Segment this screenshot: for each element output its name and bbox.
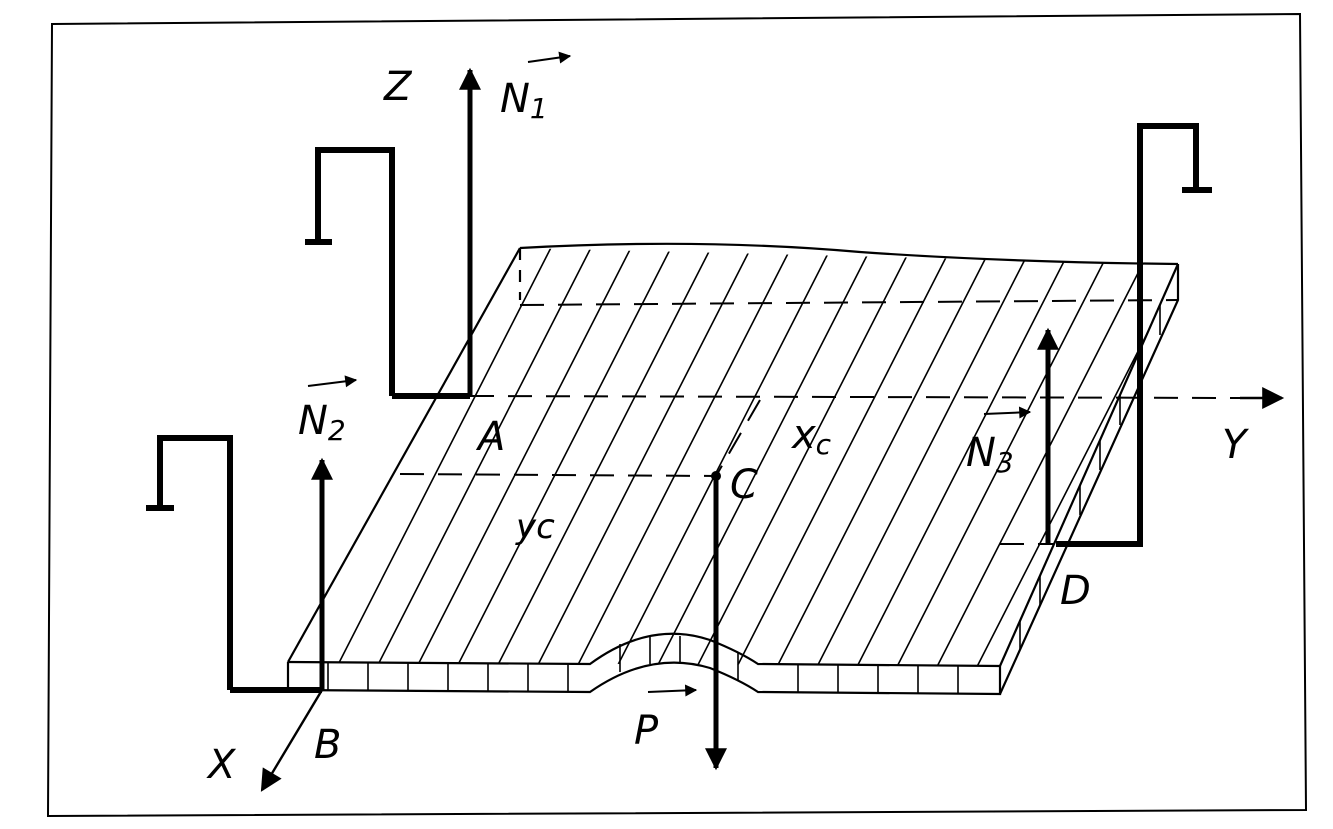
point-c-dot bbox=[711, 471, 721, 481]
xc-label: xc bbox=[790, 412, 832, 461]
n1-label: N1 bbox=[500, 76, 548, 125]
support-b bbox=[146, 435, 322, 693]
support-d bbox=[1056, 123, 1212, 547]
point-d-label: D bbox=[1060, 568, 1091, 614]
n2-label: N2 bbox=[298, 398, 346, 447]
forces bbox=[311, 67, 1059, 771]
dashed-lines bbox=[399, 299, 1241, 545]
z-axis-label: Z bbox=[383, 64, 413, 110]
y-axis-label: Y bbox=[1222, 422, 1250, 468]
axes bbox=[260, 387, 1285, 792]
supports bbox=[146, 123, 1212, 693]
page-frame bbox=[46, 12, 1308, 818]
support-a bbox=[305, 147, 470, 399]
x-axis-label: X bbox=[206, 742, 237, 788]
yc-label: yc bbox=[515, 507, 555, 547]
n3-label: N3 bbox=[966, 430, 1014, 479]
point-c-label: C bbox=[730, 462, 758, 508]
vector-overbars bbox=[307, 51, 1032, 697]
point-b-label: B bbox=[314, 722, 341, 768]
x-axis-line bbox=[260, 689, 324, 792]
point-a-label: A bbox=[475, 414, 505, 460]
p-label: P bbox=[634, 708, 659, 754]
plate-edge-tiles bbox=[327, 305, 1161, 694]
